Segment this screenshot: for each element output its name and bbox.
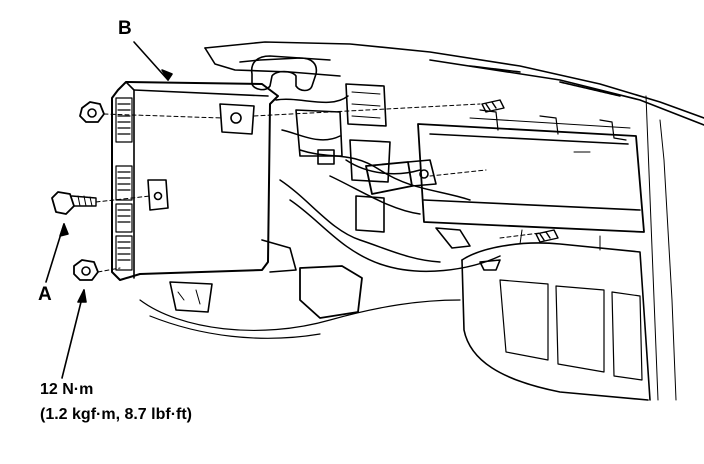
callout-a: A [38,284,52,305]
screw-lower [535,229,559,243]
screw-upper [481,99,505,113]
audio-unit [417,109,645,249]
alignment-lines [95,103,549,273]
leader-lines [45,41,173,379]
connector-block [115,97,133,271]
bolt-a [51,191,97,215]
torque-spec-alt: (1.2 kgf·m, 8.7 lbf·ft) [40,406,193,423]
panel-edge [139,299,461,339]
dashboard-outline [204,41,704,401]
callout-b: B [118,18,132,39]
leader-torque [61,289,85,379]
leader-b [133,41,169,81]
nut-top [79,101,105,123]
grab-handle [250,55,318,92]
nut-bottom [73,259,99,281]
wiring-harness [275,95,501,273]
lower-duct [299,229,651,401]
central-connectors [295,83,437,233]
torque-spec-metric: 12 N·m [40,381,94,398]
control-unit-b [111,81,297,313]
